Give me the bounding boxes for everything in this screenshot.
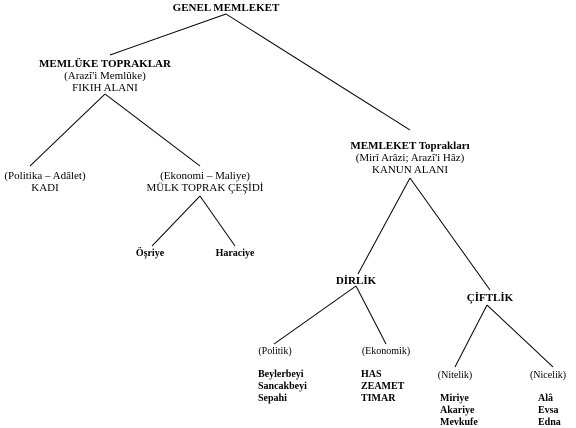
edge-dirlik-politik	[273, 285, 357, 345]
list-item: Akariye	[440, 405, 475, 416]
edge-root-memluke	[109, 13, 227, 56]
node-memleket-subtitle: (Mirî Arâzi; Arazî'i Hâz)	[355, 152, 465, 164]
list-item: Alâ	[538, 393, 553, 404]
list-item: Mevkufe	[440, 417, 478, 428]
node-memluke-subtitle: (Arazî'i Memlûke)	[64, 70, 146, 82]
node-ekonomi-subtitle: (Ekonomi – Maliye)	[160, 170, 250, 182]
node-osriye: Öşriye	[120, 248, 180, 260]
node-haraciye: Haraciye	[200, 248, 270, 260]
node-nitelik-subtitle: (Nitelik)	[437, 370, 473, 381]
node-dirlik: DİRLİK	[326, 275, 386, 287]
list-item: ZEAMET	[361, 381, 405, 392]
list-item: Beylerbeyi	[258, 369, 304, 380]
node-memleket-area: KANUN ALANI	[371, 164, 449, 176]
list-politik: Beylerbeyi Sancakbeyi Sepahi	[258, 369, 307, 405]
node-haraciye-label: Haraciye	[215, 248, 255, 259]
node-memleket-topraklari: MEMLEKET Toprakları (Mirî Arâzi; Arazî'i…	[330, 140, 490, 176]
node-memluke-topraklar: MEMLÜKE TOPRAKLAR (Arazî'i Memlûke) FIKI…	[10, 58, 200, 94]
node-ekonomik: (Ekonomik)	[348, 346, 424, 358]
node-politika-adalet: (Politika – Adâlet) KADI	[0, 170, 100, 194]
edge-ekonomi-haraciye	[199, 195, 236, 247]
node-ciftlik: ÇİFTLİK	[455, 292, 525, 304]
edge-memleket-ciftlik	[409, 177, 491, 291]
list-item: Miriye	[440, 393, 469, 404]
edge-ciftlik-nitelik	[454, 304, 488, 368]
node-ekonomi-maliye: (Ekonomi – Maliye) MÜLK TOPRAK ÇEŞİDİ	[130, 170, 280, 194]
node-politik: (Politik)	[240, 346, 310, 358]
node-politik-subtitle: (Politik)	[258, 346, 292, 357]
node-dirlik-title: DİRLİK	[335, 275, 377, 287]
list-nicelik: Alâ Evsa Edna	[538, 393, 561, 428]
node-memluke-area: FIKIH ALANI	[72, 82, 138, 94]
edge-ekonomi-osriye	[151, 195, 201, 247]
node-genel-memleket: GENEL MEMLEKET	[126, 2, 326, 14]
node-nitelik: (Nitelik)	[425, 370, 485, 382]
node-nicelik: (Nicelik)	[520, 370, 576, 382]
node-politika-label: KADI	[31, 182, 59, 194]
node-memleket-title: MEMLEKET Toprakları	[350, 140, 470, 152]
list-nitelik: Miriye Akariye Mevkufe	[440, 393, 478, 428]
list-item: TIMAR	[361, 393, 396, 404]
node-genel-memleket-title: GENEL MEMLEKET	[172, 2, 280, 14]
node-nicelik-subtitle: (Nicelik)	[529, 370, 567, 381]
edge-root-memleket	[225, 13, 411, 131]
node-ciftlik-title: ÇİFTLİK	[466, 292, 514, 304]
list-item: Edna	[538, 417, 561, 428]
edge-memleket-dirlik	[357, 177, 411, 275]
edge-memluke-politika	[29, 93, 106, 167]
edge-ciftlik-nicelik	[486, 304, 554, 368]
list-item: Sepahi	[258, 393, 287, 404]
list-item: Evsa	[538, 405, 559, 416]
node-politika-subtitle: (Politika – Adâlet)	[4, 170, 86, 182]
node-memluke-title: MEMLÜKE TOPRAKLAR	[39, 58, 171, 70]
list-item: HAS	[361, 369, 382, 380]
edge-memluke-ekonomi	[104, 93, 201, 167]
node-ekonomi-label: MÜLK TOPRAK ÇEŞİDİ	[146, 182, 264, 194]
node-ekonomik-subtitle: (Ekonomik)	[361, 346, 411, 357]
list-ekonomik: HAS ZEAMET TIMAR	[361, 369, 404, 405]
node-osriye-label: Öşriye	[135, 248, 165, 259]
edge-dirlik-ekonomik	[355, 285, 387, 345]
list-item: Sancakbeyi	[258, 381, 307, 392]
